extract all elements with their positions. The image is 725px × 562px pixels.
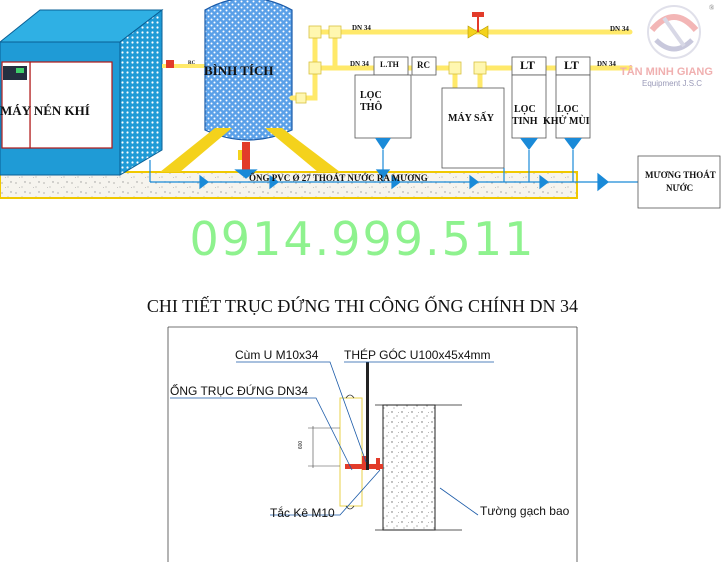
leader-lines [170,361,494,516]
lt2-label: LT [564,58,579,72]
drain-ditch-box [637,155,721,209]
ground-slab [0,171,578,199]
coarse-filter [354,74,412,150]
fine-filter-label-2: TINH [512,116,538,127]
anchor-annotation: Tắc Kê M10 [270,506,335,520]
dimension-value: 600 [298,440,305,450]
bypass-valve [467,12,489,39]
coarse-filter-label-2: THÔ [360,102,383,113]
tank-label: BÌNH TÍCH [204,63,274,78]
compressor-unit [0,8,164,176]
angle-steel-bracket [345,362,383,470]
dryer-label: MÁY SẤY [448,113,495,124]
wall-annotation: Tường gạch bao [480,504,570,518]
detail-title: CHI TIẾT TRỤC ĐỨNG THI CÔNG ỐNG CHÍNH DN… [146,296,579,316]
lt1-label: LT [520,58,535,72]
brick-wall [375,404,462,531]
small-rc-label: RC [188,61,196,66]
dn34-mid-left-label: DN 34 [350,60,369,68]
fine-filter-label-1: LỌC [514,104,536,115]
dimension-line [308,426,340,468]
drain-ditch-label-2: NƯỚC [666,183,694,193]
pipe-fittings [295,25,487,104]
dn34-mid-right-label: DN 34 [597,60,616,68]
angle-steel-annotation: THÉP GÓC U100x45x4mm [344,348,491,362]
drain-pipe-label: ỐNG PVC Ø 27 THOÁT NƯỚC RA MƯƠNG [249,173,428,183]
logo-registered-mark: ® [709,4,715,12]
air-dryer [441,87,505,169]
dn34-top-right-label: DN 34 [610,25,629,33]
logo-name: TÂN MINH GIANG [620,66,713,78]
dn34-top-left-label: DN 34 [352,24,371,32]
coarse-filter-label-1: LỌC [360,90,382,101]
vertical-pipe-annotation: ỐNG TRỤC ĐỨNG DN34 [170,384,309,398]
drain-lines [149,150,640,192]
air-receiver-tank [160,0,340,172]
compressor-label: MÁY NÉN KHÍ [0,103,90,118]
rc-valve-small [166,60,174,68]
odor-filter [555,74,591,150]
odor-filter-label-2: KHỬ MÙI [543,116,590,127]
rc-label: RC [417,60,430,70]
u-clamp-annotation: Cùm U M10x34 [235,348,319,362]
phone-number: 0914.999.511 [189,212,536,266]
filter-lth-label: L.TH [380,60,399,69]
fine-filter [511,74,547,150]
rc-box [411,56,437,76]
logo-subtitle: Equipment J.S.C [642,79,703,88]
company-logo [647,5,701,59]
detail-frame [167,326,578,562]
drain-ditch-label-1: MƯƠNG THOÁT [645,170,716,180]
odor-filter-label-1: LỌC [557,104,579,115]
